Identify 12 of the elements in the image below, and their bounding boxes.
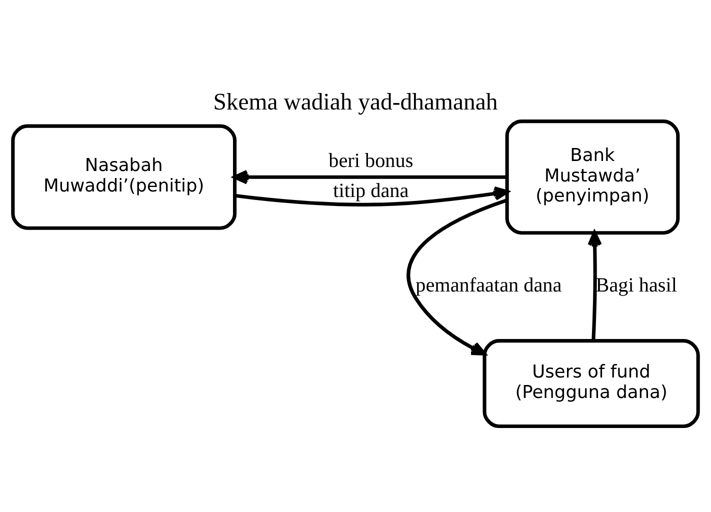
- node-box: Nasabah Muwaddi’(penitip): [11, 124, 237, 230]
- arrow: [406, 198, 508, 356]
- arrow: [234, 186, 509, 206]
- arrow: [233, 170, 507, 184]
- edge-label: pemanfaatan dana: [416, 274, 562, 297]
- diagram-title: Skema wadiah yad-dhamanah: [213, 89, 498, 116]
- node-box: Bank Mustawda’ (penyimpan): [505, 120, 680, 235]
- edge-label: titip dana: [333, 180, 409, 202]
- arrow: [588, 231, 602, 341]
- edge-label: beri bonus: [328, 150, 414, 172]
- node-box: Users of fund (Pengguna dana): [482, 339, 700, 428]
- edge-label: Bagi hasil: [596, 274, 677, 297]
